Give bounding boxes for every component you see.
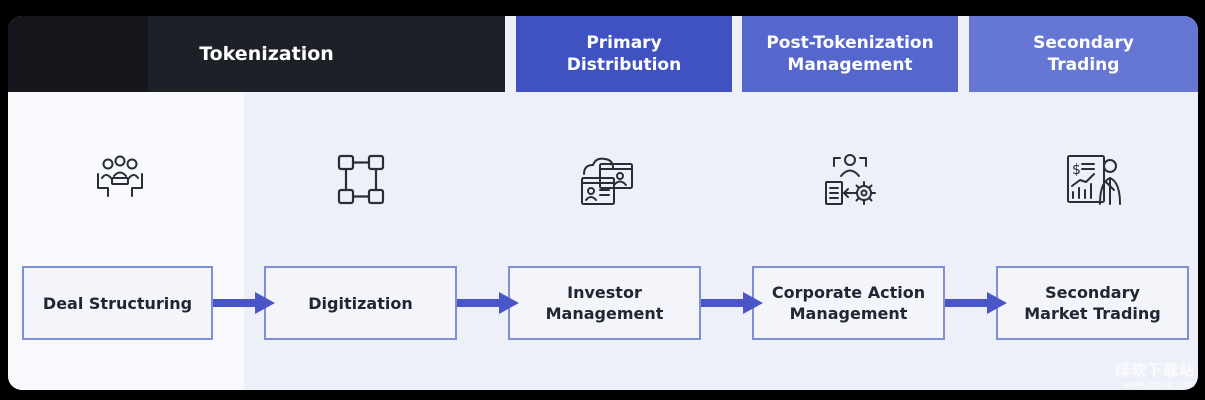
watermark-cn: 绿软下载站	[1114, 361, 1195, 379]
header-primary-distribution: Primary Distribution	[516, 16, 732, 92]
meeting-people-icon	[90, 148, 150, 212]
tokenization-process-diagram: Tokenization Primary Distribution Post-T…	[8, 16, 1198, 390]
header-secondary-trading: Secondary Trading	[969, 16, 1198, 92]
header-tokenization-label: Tokenization	[199, 43, 334, 65]
person-gear-icon	[820, 148, 880, 212]
cloud-profile-icon	[576, 148, 636, 212]
arrow-1	[213, 291, 275, 315]
header-tokenization: Tokenization	[8, 16, 505, 92]
svg-text:$: $	[1072, 162, 1081, 178]
header-dark-shade	[8, 16, 148, 92]
step-secondary-market-trading: Secondary Market Trading	[996, 266, 1189, 340]
step-corporate-action-management: Corporate Action Management	[752, 266, 945, 340]
arrow-2	[457, 291, 519, 315]
step-digitization: Digitization	[264, 266, 457, 340]
arrow-3	[701, 291, 763, 315]
watermark-url: www.itmop.com	[1122, 380, 1195, 390]
trading-chart-icon: $	[1064, 148, 1124, 212]
step-deal-structuring: Deal Structuring	[22, 266, 213, 340]
site-watermark: 绿软下载站 www.itmop.com	[1115, 359, 1195, 390]
step-investor-management: Investor Management	[508, 266, 701, 340]
header-post-tokenization-management: Post-Tokenization Management	[742, 16, 958, 92]
arrow-4	[945, 291, 1007, 315]
blocks-network-icon	[332, 148, 392, 212]
